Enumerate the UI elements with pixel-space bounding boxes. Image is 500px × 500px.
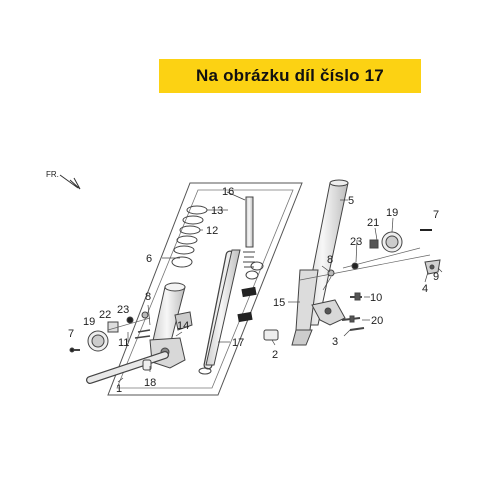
- right-sensor-assembly: [299, 229, 441, 281]
- callout-7-right: 7: [433, 209, 439, 221]
- callout-18: 18: [144, 377, 156, 389]
- callout-14: 14: [177, 320, 189, 332]
- callout-3: 3: [332, 336, 338, 348]
- callout-21: 21: [367, 217, 379, 229]
- callout-5: 5: [348, 195, 354, 207]
- callout-11: 11: [118, 337, 129, 349]
- right-caliper-bracket: [263, 299, 346, 341]
- front-axle: [86, 351, 169, 384]
- callout-23-left: 23: [117, 304, 129, 316]
- banner-text: Na obrázku díl číslo 17: [196, 66, 384, 85]
- direction-label: FR.: [46, 170, 59, 179]
- callout-4: 4: [422, 283, 428, 295]
- right-fork-tube: [291, 179, 349, 346]
- callout-9: 9: [433, 271, 439, 283]
- callout-labels: 1 2 3 4 5 6 7 7 8 8 9 10 11 12 13 14 15 …: [68, 186, 439, 395]
- callout-12: 12: [206, 225, 218, 237]
- callout-16: 16: [222, 186, 234, 198]
- callout-19-right: 19: [386, 207, 398, 219]
- callout-2: 2: [272, 349, 278, 361]
- callout-15: 15: [273, 297, 285, 309]
- callout-13: 13: [211, 205, 223, 217]
- callout-1: 1: [116, 383, 122, 395]
- direction-arrow-icon: FR.: [46, 170, 81, 190]
- part-number-banner: Na obrázku díl číslo 17: [159, 59, 421, 93]
- callout-8-right: 8: [327, 254, 333, 266]
- callout-23-right: 23: [350, 236, 362, 248]
- callout-19-left: 19: [83, 316, 95, 328]
- damper-rod: [243, 196, 255, 268]
- callout-10: 10: [370, 292, 382, 304]
- left-sensor-assembly: [69, 311, 152, 371]
- callout-17: 17: [232, 337, 244, 349]
- fork-internals-inner-frame: [116, 189, 294, 389]
- callout-8-left: 8: [145, 291, 151, 303]
- left-fork-tube: [205, 249, 241, 366]
- callout-20: 20: [371, 315, 383, 327]
- right-bolts: [341, 292, 365, 331]
- leader-lines: [117, 191, 443, 383]
- callout-7-left: 7: [68, 328, 74, 340]
- callout-22: 22: [99, 309, 111, 321]
- fork-internals-frame: [107, 182, 303, 396]
- callout-6: 6: [146, 253, 152, 265]
